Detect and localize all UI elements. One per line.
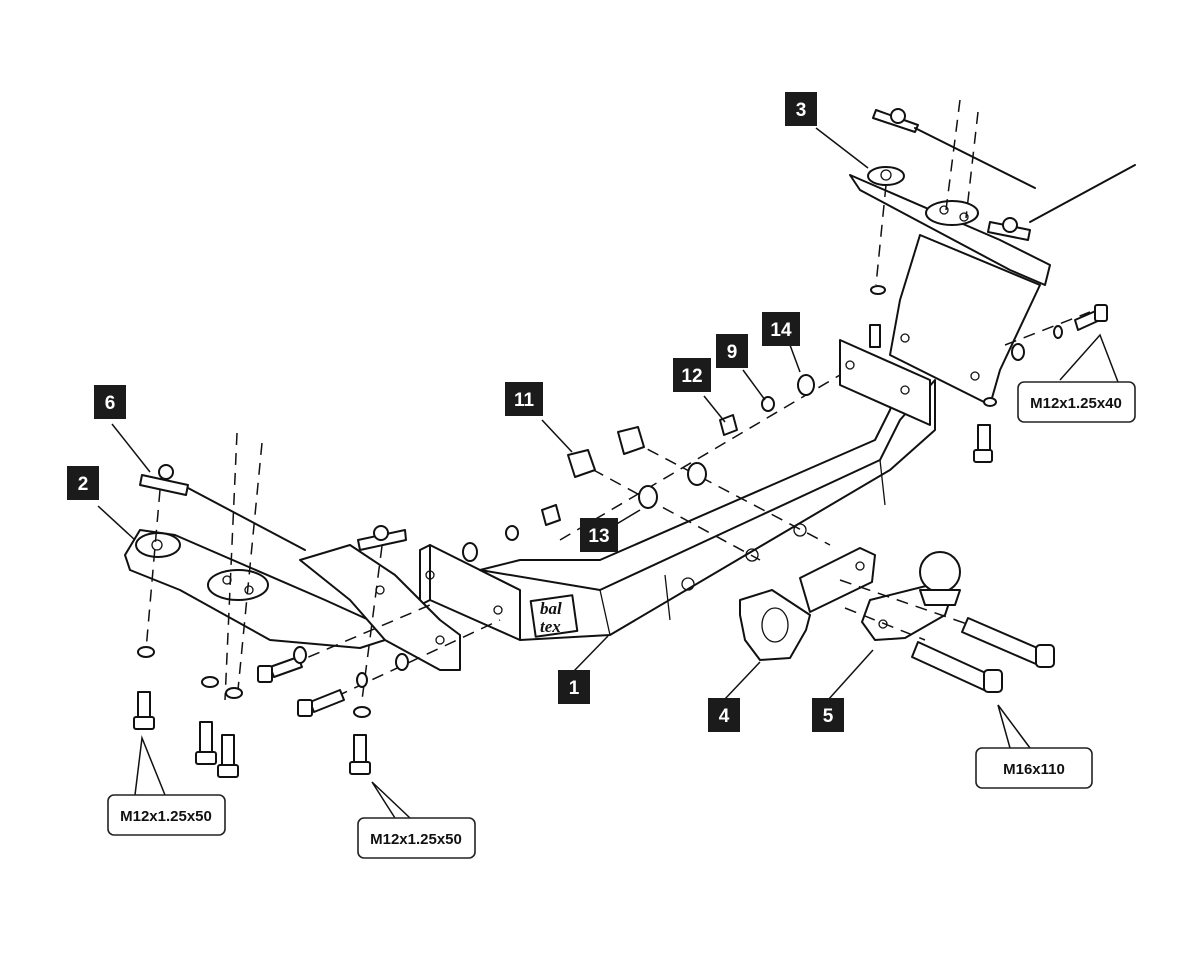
callout-5: 5: [812, 698, 844, 732]
callout-14: 14: [762, 312, 800, 346]
callout-1: 1: [558, 670, 590, 704]
svg-text:M12x1.25x40: M12x1.25x40: [1030, 395, 1122, 412]
right-bracket: [849, 108, 1136, 406]
callout-12: 12: [673, 358, 711, 392]
callout-11: 11: [505, 382, 543, 416]
ball-mount: [861, 551, 961, 641]
svg-text:M12x1.25x50: M12x1.25x50: [370, 831, 462, 848]
svg-text:12: 12: [681, 366, 702, 387]
callout-3: 3: [785, 92, 817, 126]
callout-13: 13: [580, 518, 618, 552]
svg-text:9: 9: [727, 342, 738, 363]
svg-text:13: 13: [588, 526, 609, 547]
logo-line-2: tex: [540, 617, 561, 636]
svg-text:1: 1: [569, 678, 580, 699]
svg-text:M12x1.25x50: M12x1.25x50: [120, 808, 212, 825]
callout-2: 2: [67, 466, 99, 500]
svg-text:4: 4: [719, 706, 730, 727]
spec-left-front-bolt: M12x1.25x50: [107, 794, 226, 836]
callout-4: 4: [708, 698, 740, 732]
logo-line-1: bal: [540, 599, 562, 618]
socket-plate: [739, 547, 876, 661]
spec-ball-mount-bolt: M16x110: [975, 747, 1093, 789]
crossbar: [419, 339, 936, 641]
svg-text:11: 11: [514, 390, 535, 411]
svg-text:6: 6: [105, 393, 116, 414]
callout-9: 9: [716, 334, 748, 368]
left-bracket: [124, 464, 461, 671]
svg-text:5: 5: [823, 706, 834, 727]
right-bracket-fasteners: [869, 285, 1108, 463]
svg-text:3: 3: [796, 100, 807, 121]
spec-right-bracket-bolt: M12x1.25x40: [1017, 381, 1136, 423]
svg-text:M16x110: M16x110: [1003, 761, 1065, 778]
callout-6: 6: [94, 385, 126, 419]
ball-mount-bolts: [911, 617, 1055, 693]
left-bracket-fasteners: [133, 646, 409, 778]
spec-left-rear-bolt: M12x1.25x50: [357, 817, 476, 859]
svg-text:14: 14: [770, 320, 792, 341]
svg-text:2: 2: [78, 474, 89, 495]
